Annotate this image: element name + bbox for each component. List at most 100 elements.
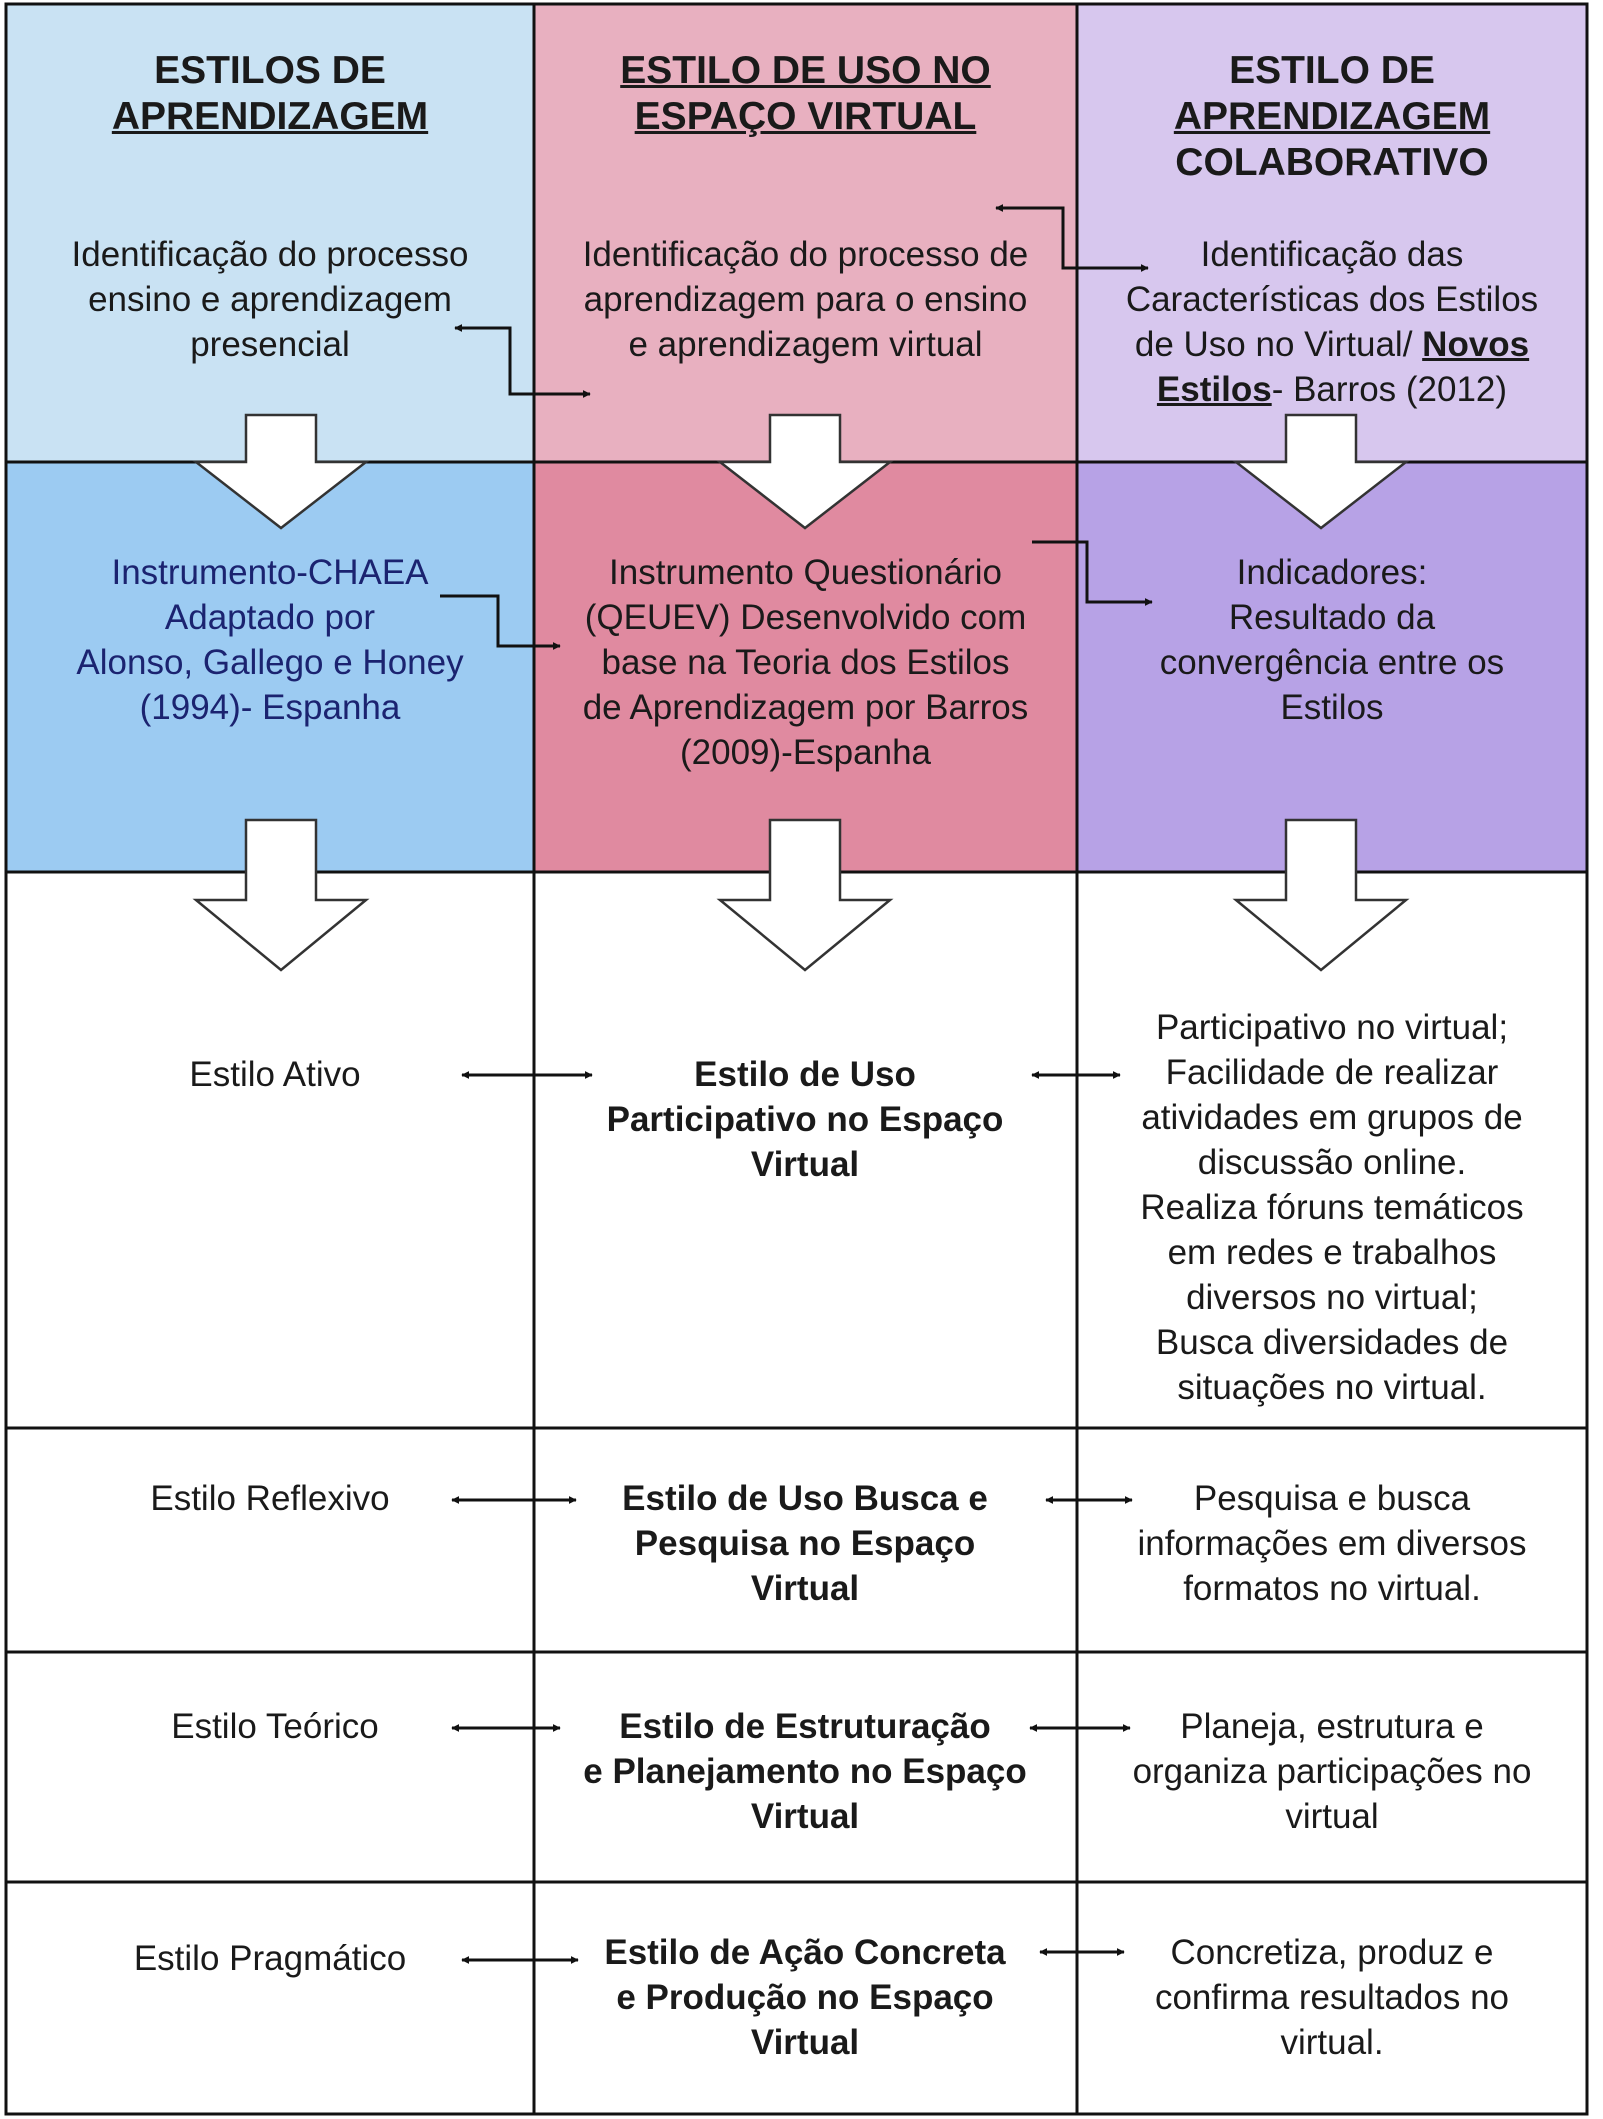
style-pragmatico-learning-text: Estilo Pragmático <box>133 1939 407 1978</box>
style-ativo-collab-line2: Facilidade de realizar <box>1165 1053 1499 1092</box>
style-teorico-usage-line3: Virtual <box>750 1797 860 1836</box>
down-arrow-col3-mid <box>1232 818 1410 972</box>
col3-novos: Novos <box>1422 325 1530 364</box>
col3-title-line3: COLABORATIVO <box>1175 141 1489 184</box>
style-ativo-collab-line6: em redes e trabalhos <box>1167 1233 1497 1272</box>
col3-indicators-line3: convergência entre os <box>1159 643 1505 682</box>
col1-process: Identificação do processo ensino e apren… <box>6 232 534 367</box>
style-pragmatico-collab-line1: Concretiza, produz e <box>1170 1933 1494 1972</box>
col2-process-line2: aprendizagem para o ensino <box>583 280 1028 319</box>
style-reflexivo-collab-line3: formatos no virtual. <box>1183 1569 1481 1608</box>
style-ativo-collab-line5: Realiza fóruns temáticos <box>1140 1188 1524 1227</box>
style-teorico-usage-line1: Estilo de Estruturação <box>619 1707 991 1746</box>
col3-process: Identificação das Características dos Es… <box>1077 232 1587 412</box>
col3-title-line2: APRENDIZAGEM <box>1173 95 1491 138</box>
col2-title: ESTILO DE USO NO ESPAÇO VIRTUAL <box>534 48 1077 140</box>
col1-instrument-line1: Instrumento-CHAEA <box>111 553 429 592</box>
col1-instrument-line4: (1994)- Espanha <box>139 688 401 727</box>
style-pragmatico-collab: Concretiza, produz e confirma resultados… <box>1082 1930 1582 2065</box>
col3-process-line2: Características dos Estilos <box>1125 280 1539 319</box>
col3-process-line3-text: de Uso no Virtual/ <box>1134 325 1413 364</box>
connector-col1-col2 <box>454 324 591 398</box>
connector-instrument-col1-col2 <box>440 594 561 650</box>
style-pragmatico-learning: Estilo Pragmático <box>95 1936 445 1981</box>
style-ativo-collab-line9: situações no virtual. <box>1177 1368 1487 1407</box>
style-reflexivo-collab-line2: informações em diversos <box>1137 1524 1527 1563</box>
style-teorico-learning-text: Estilo Teórico <box>171 1707 379 1746</box>
style-teorico-collab: Planeja, estrutura e organiza participaç… <box>1082 1704 1582 1839</box>
style-ativo-learning: Estilo Ativo <box>120 1052 430 1097</box>
style-reflexivo-learning: Estilo Reflexivo <box>100 1476 440 1521</box>
style-ativo-usage-line2: Participativo no Espaço <box>606 1100 1004 1139</box>
col3-estilos: Estilos <box>1156 370 1272 409</box>
style-ativo-usage: Estilo de Uso Participativo no Espaço Vi… <box>550 1052 1060 1187</box>
col3-process-line4-rest: - Barros (2012) <box>1271 370 1508 409</box>
col2-instrument: Instrumento Questionário (QEUEV) Desenvo… <box>534 550 1077 775</box>
style-pragmatico-usage-line1: Estilo de Ação Concreta <box>604 1933 1006 1972</box>
col1-instrument-line2: Adaptado por <box>164 598 376 637</box>
style-teorico-collab-line1: Planeja, estrutura e <box>1180 1707 1484 1746</box>
style-ativo-collab-line1: Participativo no virtual; <box>1155 1008 1509 1047</box>
cell-col1-instrument <box>6 462 534 872</box>
col1-process-line2: ensino e aprendizagem <box>88 280 452 319</box>
down-arrow-col1-top <box>192 413 370 530</box>
connector-col2-col3 <box>995 204 1149 272</box>
style-pragmatico-usage: Estilo de Ação Concreta e Produção no Es… <box>540 1930 1070 2065</box>
col2-instrument-line3: base na Teoria dos Estilos <box>601 643 1010 682</box>
col3-title: ESTILO DE APRENDIZAGEM COLABORATIVO <box>1077 48 1587 186</box>
connector-instrument-col2-col3 <box>1032 540 1153 606</box>
style-reflexivo-usage-line2: Pesquisa no Espaço <box>634 1524 976 1563</box>
style-ativo-collab-line7: diversos no virtual; <box>1186 1278 1478 1317</box>
down-arrow-col3-top <box>1232 413 1410 530</box>
col2-instrument-line2: (QEUEV) Desenvolvido com <box>584 598 1027 637</box>
col3-indicators: Indicadores: Resultado da convergência e… <box>1077 550 1587 730</box>
style-teorico-collab-line3: virtual <box>1285 1797 1379 1836</box>
cell-col3-instrument <box>1077 462 1587 872</box>
col2-process: Identificação do processo de aprendizage… <box>534 232 1077 367</box>
cell-col1-header <box>6 4 534 462</box>
style-pragmatico-usage-line2: e Produção no Espaço <box>616 1978 994 2017</box>
style-reflexivo-usage-line1: Estilo de Uso Busca e <box>622 1479 988 1518</box>
col3-process-line3: de Uso no Virtual/ Novos <box>1077 322 1587 367</box>
style-reflexivo-usage: Estilo de Uso Busca e Pesquisa no Espaço… <box>550 1476 1060 1611</box>
col2-title-line1: ESTILO DE USO NO <box>620 49 991 92</box>
style-pragmatico-usage-line3: Virtual <box>750 2023 860 2062</box>
down-arrow-col2-top <box>716 413 894 530</box>
col1-title-line1: ESTILOS DE <box>154 49 386 92</box>
style-reflexivo-collab: Pesquisa e busca informações em diversos… <box>1082 1476 1582 1611</box>
cell-col3-header <box>1077 4 1587 462</box>
down-arrow-col2-mid <box>716 818 894 972</box>
style-ativo-collab-line3: atividades em grupos de <box>1141 1098 1523 1137</box>
col3-title-line1: ESTILO DE <box>1229 49 1435 92</box>
col3-indicators-line1: Indicadores: <box>1236 553 1428 592</box>
col1-title-line2: APRENDIZAGEM <box>111 95 429 138</box>
style-ativo-collab-line4: discussão online. <box>1197 1143 1467 1182</box>
col3-process-line1: Identificação das <box>1200 235 1464 274</box>
style-ativo-usage-line1: Estilo de Uso <box>694 1055 916 1094</box>
style-teorico-collab-line2: organiza participações no <box>1132 1752 1532 1791</box>
col1-instrument: Instrumento-CHAEA Adaptado por Alonso, G… <box>6 550 534 730</box>
col2-process-line3: e aprendizagem virtual <box>628 325 983 364</box>
col3-process-line4: Estilos- Barros (2012) <box>1077 367 1587 412</box>
col2-instrument-line5: (2009)-Espanha <box>680 733 931 772</box>
col2-instrument-line1: Instrumento Questionário <box>609 553 1002 592</box>
col1-process-line3: presencial <box>190 325 350 364</box>
style-pragmatico-collab-line2: confirma resultados no <box>1154 1978 1510 2017</box>
style-ativo-collab-line8: Busca diversidades de <box>1155 1323 1509 1362</box>
cell-col2-header <box>534 4 1077 462</box>
col3-indicators-line4: Estilos <box>1280 688 1384 727</box>
style-pragmatico-collab-line3: virtual. <box>1280 2023 1384 2062</box>
style-ativo-usage-line3: Virtual <box>750 1145 860 1184</box>
col2-instrument-line4: de Aprendizagem por Barros <box>582 688 1029 727</box>
style-teorico-usage: Estilo de Estruturação e Planejamento no… <box>540 1704 1070 1839</box>
down-arrow-col1-mid <box>192 818 370 972</box>
col1-process-line1: Identificação do processo <box>71 235 469 274</box>
style-reflexivo-learning-text: Estilo Reflexivo <box>150 1479 390 1518</box>
style-teorico-learning: Estilo Teórico <box>120 1704 430 1749</box>
style-ativo-collab: Participativo no virtual; Facilidade de … <box>1082 1005 1582 1410</box>
col3-indicators-line2: Resultado da <box>1228 598 1436 637</box>
style-reflexivo-collab-line1: Pesquisa e busca <box>1193 1479 1471 1518</box>
style-ativo-learning-text: Estilo Ativo <box>189 1055 361 1094</box>
style-teorico-usage-line2: e Planejamento no Espaço <box>583 1752 1027 1791</box>
